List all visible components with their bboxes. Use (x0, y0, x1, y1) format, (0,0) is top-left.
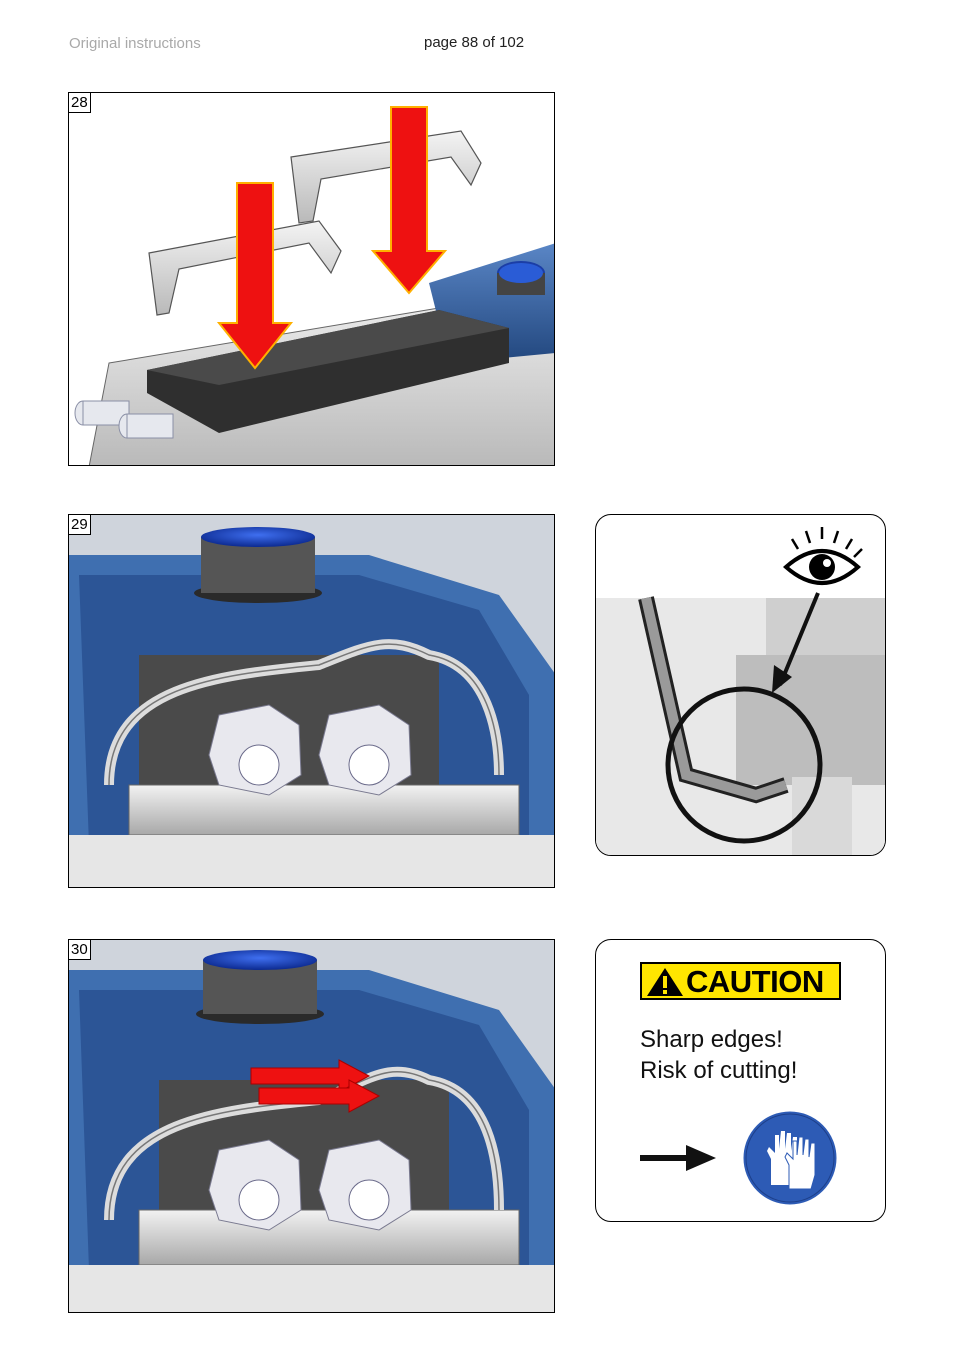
step-30-figure: 30 (68, 939, 555, 1313)
step-28-figure: 28 (68, 92, 555, 466)
detail-view-panel (595, 514, 886, 856)
arrow-right-icon (640, 1145, 716, 1171)
step-number: 29 (69, 515, 91, 535)
step-number: 28 (69, 93, 91, 113)
step-28-illustration (74, 106, 554, 465)
step-29-figure: 29 (68, 514, 555, 888)
caution-label: CAUTION (640, 962, 841, 1000)
caution-title: CAUTION (686, 964, 824, 999)
eye-icon (782, 527, 863, 585)
page-number: page 88 of 102 (424, 34, 525, 51)
detail-illustration (596, 592, 885, 855)
warning-triangle-icon (647, 968, 683, 996)
header-document-type: Original instructions (69, 35, 201, 52)
caution-panel: CAUTION Sharp edges! Risk of cutting! (595, 939, 886, 1222)
gloves-icon (742, 1110, 838, 1206)
warning-line-2: Risk of cutting! (640, 1057, 798, 1084)
warning-line-1: Sharp edges! (640, 1026, 783, 1053)
step-number: 30 (69, 940, 91, 960)
step-30-illustration (69, 940, 554, 1312)
step-29-illustration (69, 515, 554, 887)
